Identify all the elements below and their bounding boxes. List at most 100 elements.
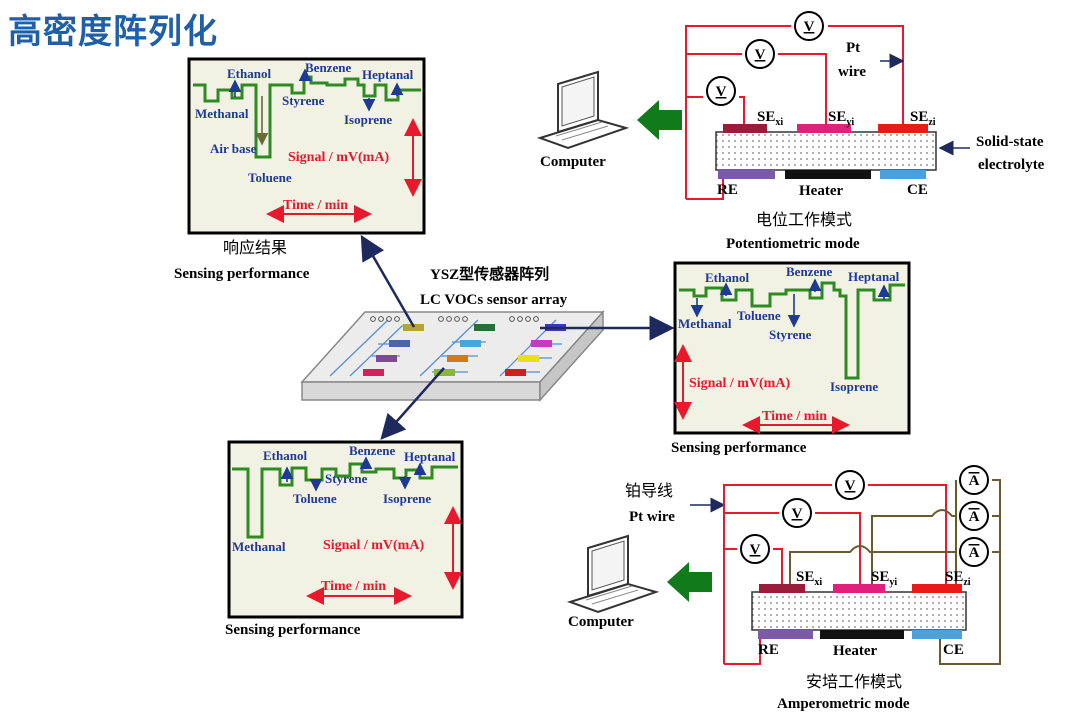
electrolyte-label-2: electrolyte: [978, 157, 1045, 173]
re-label: RE: [758, 642, 779, 658]
voltmeter-icon: [782, 498, 812, 528]
voltmeter-symbol: V: [750, 542, 761, 558]
label-styrene: Styrene: [769, 327, 812, 342]
wire-label-en: Pt wire: [629, 509, 675, 525]
label-toluene: Toluene: [293, 491, 337, 506]
se-zi-label: SEzi: [910, 109, 936, 128]
label-styrene: Styrene: [325, 471, 368, 486]
label-ethanol: Ethanol: [263, 448, 307, 463]
ammeter-symbol: A: [969, 509, 980, 525]
label-methanal: Methanal: [232, 539, 286, 554]
se-zi-electrode: [878, 124, 928, 133]
label-air-base: Air base: [210, 141, 257, 156]
ammeter-symbol: A: [969, 545, 980, 561]
computer-icon: [566, 534, 660, 614]
pt-label: Pt: [846, 40, 860, 56]
data-flow-arrow: [637, 100, 682, 140]
ce-electrode: [912, 630, 962, 639]
label-heptanal: Heptanal: [848, 269, 900, 284]
voltmeter-icon: [740, 534, 770, 564]
caption-cn-top-left: 响应结果: [223, 238, 287, 257]
chip-side: [539, 310, 604, 402]
voltmeter-icon: [835, 470, 865, 500]
se-zi-electrode: [912, 584, 962, 593]
label-methanal: Methanal: [678, 316, 732, 331]
caption-right: Sensing performance: [671, 440, 807, 456]
label-heptanal: Heptanal: [362, 67, 414, 82]
signal-trace: [232, 462, 458, 539]
ammeter-wires: [789, 479, 1001, 665]
voltmeter-symbol: V: [792, 506, 803, 522]
label-styrene: Styrene: [282, 93, 325, 108]
se-yi-electrode: [797, 124, 851, 133]
panel-bottom-left: Ethanol Benzene Heptanal Styrene Toluene…: [227, 440, 464, 619]
mode-en: Potentiometric mode: [726, 236, 860, 252]
sensor-array-chip: [300, 310, 605, 402]
chip-front: [301, 381, 541, 401]
re-electrode: [718, 170, 775, 179]
arrow-to-bottom-left: [380, 367, 445, 440]
label-ethanol: Ethanol: [227, 66, 271, 81]
ammeter-icon: [959, 501, 989, 531]
voltmeter-symbol: V: [755, 47, 766, 63]
signal-axis-label: Signal / mV(mA): [288, 150, 389, 165]
amperometric-setup: Computer 铂导线 Pt wire V V V A: [566, 465, 1001, 712]
array-title-en: LC VOCs sensor array: [420, 292, 568, 308]
wire-label-cn: 铂导线: [625, 482, 673, 500]
label-toluene: Toluene: [248, 170, 292, 185]
mode-cn: 电位工作模式: [756, 211, 852, 229]
se-yi-label: SEyi: [871, 569, 897, 588]
label-toluene: Toluene: [737, 308, 781, 323]
computer-label: Computer: [568, 614, 634, 630]
computer-icon: [536, 70, 630, 150]
potentiometric-setup: Computer V V V Pt wire SExi SEyi S: [536, 11, 1045, 252]
label-isoprene: Isoprene: [830, 379, 878, 394]
voltmeter-symbol: V: [804, 19, 815, 35]
se-xi-label: SExi: [796, 569, 822, 588]
signal-axis-label: Signal / mV(mA): [323, 538, 424, 553]
caption-bottom-left: Sensing performance: [225, 622, 361, 638]
time-axis-label: Time / min: [762, 409, 827, 424]
ce-electrode: [880, 170, 926, 179]
se-xi-electrode: [723, 124, 767, 133]
page-title: 高密度阵列化: [8, 12, 218, 52]
se-xi-label: SExi: [757, 109, 783, 128]
heater-element: [785, 170, 871, 179]
se-yi-electrode: [833, 584, 885, 593]
heater-label: Heater: [799, 183, 843, 199]
label-isoprene: Isoprene: [383, 491, 431, 506]
se-zi-label: SEzi: [945, 569, 971, 588]
label-ethanol: Ethanol: [705, 270, 749, 285]
voltmeter-symbol: V: [716, 84, 727, 100]
label-benzene: Benzene: [305, 60, 351, 75]
label-benzene: Benzene: [786, 264, 832, 279]
wire-label: wire: [838, 64, 866, 80]
time-axis-label: Time / min: [321, 579, 386, 594]
label-benzene: Benzene: [349, 443, 395, 458]
panel-right: Ethanol Benzene Heptanal Methanal Toluen…: [673, 261, 911, 435]
signal-axis-label: Signal / mV(mA): [689, 376, 790, 391]
electrolyte-body: [751, 591, 967, 631]
voltmeter-icon: [794, 11, 824, 41]
voltmeter-icon: [706, 76, 736, 106]
panel-top-left: Ethanol Benzene Heptanal Methanal Styren…: [187, 57, 426, 235]
array-title-cn: YSZ型传感器阵列: [430, 265, 549, 283]
mode-cn: 安培工作模式: [806, 673, 902, 691]
time-axis-label: Time / min: [283, 198, 348, 213]
chip-pads: [370, 316, 539, 322]
re-label: RE: [717, 182, 738, 198]
se-yi-label: SEyi: [828, 109, 854, 128]
se-xi-electrode: [759, 584, 805, 593]
pt-wires: [685, 25, 904, 200]
data-flow-arrow: [667, 562, 712, 602]
voltmeter-icon: [745, 39, 775, 69]
ammeter-icon: [959, 537, 989, 567]
re-electrode: [758, 630, 813, 639]
label-heptanal: Heptanal: [404, 449, 456, 464]
voltmeter-symbol: V: [845, 478, 856, 494]
electrolyte-body: [715, 131, 937, 171]
ammeter-symbol: A: [969, 473, 980, 489]
label-methanal: Methanal: [195, 106, 249, 121]
computer-label: Computer: [540, 154, 606, 170]
